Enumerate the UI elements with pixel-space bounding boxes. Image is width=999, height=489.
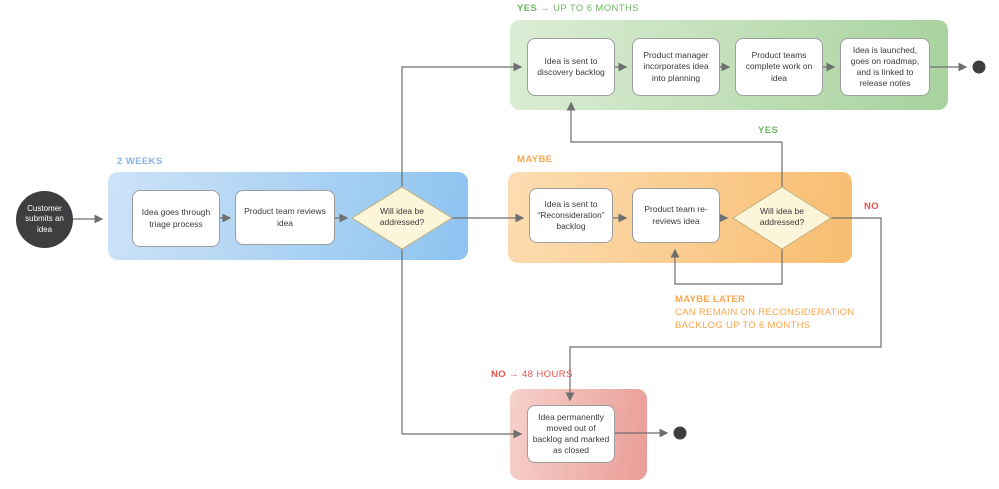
edge-decision2-no	[565, 217, 882, 402]
edge-decision2-yes	[566, 101, 783, 187]
edge-decision1-no	[401, 249, 523, 439]
edge-decision2-maybe-later	[670, 248, 783, 285]
decision1-label: Will idea be addressed?	[379, 206, 425, 228]
decision2-diamond	[732, 186, 832, 250]
decision2-label: Will idea be addressed?	[759, 206, 805, 228]
triage-lane-title: 2 WEEKS	[117, 156, 163, 167]
process-box-triage-1: Idea goes through triage process	[132, 190, 220, 247]
maybe-later-title: MAYBE LATER	[675, 294, 746, 305]
process-box-maybe-1: Idea is sent to “Reconsideration” backlo…	[529, 188, 613, 243]
process-box-triage-2: Product team reviews idea	[235, 190, 335, 245]
start-node-label: Customer submits an idea	[25, 203, 64, 234]
end-node-yes	[972, 60, 986, 74]
yes-lane-title: YES→ UP TO 6 MONTHS	[517, 3, 639, 14]
edge-label-yes: YES	[758, 125, 779, 136]
edge-label-no: NO	[864, 201, 880, 212]
process-box-yes-1: Idea is sent to discovery backlog	[527, 38, 615, 96]
edge-decision1-yes	[401, 62, 523, 187]
start-node: Customer submits an idea	[16, 191, 73, 248]
process-box-maybe-2: Product team re-reviews idea	[632, 188, 720, 243]
end-node-no	[673, 426, 687, 440]
maybe-later-note-1: CAN REMAIN ON RECONSIDERATION	[675, 307, 855, 318]
process-box-no-1: Idea permanently moved out of backlog an…	[527, 405, 615, 463]
process-box-yes-3: Product teams complete work on idea	[735, 38, 823, 96]
maybe-lane-title: MAYBE	[517, 154, 553, 165]
decision1-diamond	[351, 186, 453, 250]
no-lane-title: NO→ 48 HOURS	[491, 369, 573, 380]
maybe-later-note-2: BACKLOG UP TO 6 MONTHS	[675, 320, 811, 331]
process-box-yes-4: Idea is launched, goes on roadmap, and i…	[840, 38, 930, 96]
process-box-yes-2: Product manager incorporates idea into p…	[632, 38, 720, 96]
